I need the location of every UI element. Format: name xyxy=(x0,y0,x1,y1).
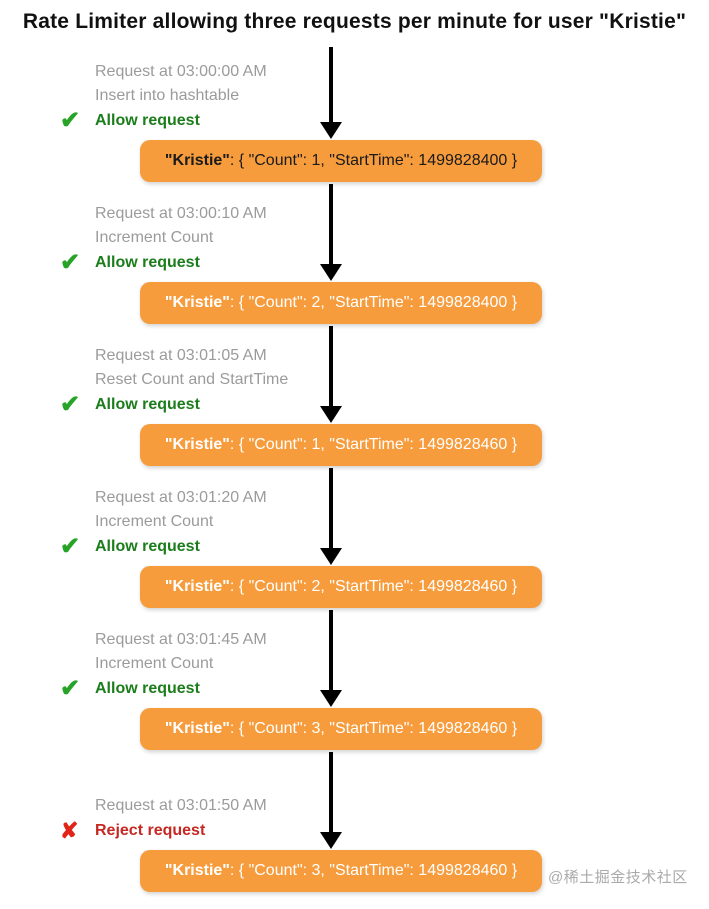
rate-limit-step: Request at 03:00:00 AM Insert into hasht… xyxy=(0,45,709,182)
state-key: "Kristie" xyxy=(164,720,230,737)
down-arrow-icon xyxy=(319,326,343,423)
rate-limit-step: Request at 03:01:05 AM Reset Count and S… xyxy=(0,324,709,466)
state-key: "Kristie" xyxy=(164,152,230,169)
hashtable-state-box: "Kristie" : { "Count": 1, "StartTime": 1… xyxy=(140,140,542,182)
state-value: : { "Count": 1, "StartTime": 1499828400 … xyxy=(229,152,518,169)
x-icon: ✘ xyxy=(60,817,79,843)
request-time-label: Request at 03:00:00 AM xyxy=(95,63,267,80)
decision-label: ✔ Allow request xyxy=(60,534,390,559)
request-time-label: Request at 03:01:50 AM xyxy=(95,797,267,814)
check-icon: ✔ xyxy=(60,106,81,134)
steps-container: Request at 03:00:00 AM Insert into hasht… xyxy=(0,45,709,892)
decision-text: Reject request xyxy=(95,822,206,839)
down-arrow-icon xyxy=(319,184,343,281)
rate-limit-step: Request at 03:01:20 AM Increment Count ✔… xyxy=(0,466,709,608)
decision-label: ✔ Allow request xyxy=(60,676,390,701)
arrow-shaft xyxy=(329,184,333,267)
check-icon: ✔ xyxy=(60,248,81,276)
decision-label: ✔ Allow request xyxy=(60,250,390,275)
step-annotation-area: Request at 03:01:20 AM Increment Count ✔… xyxy=(0,466,709,566)
arrow-head xyxy=(320,122,342,139)
arrow-head xyxy=(320,548,342,565)
rate-limit-step: Request at 03:01:45 AM Increment Count ✔… xyxy=(0,608,709,750)
step-annotation-area: Request at 03:01:05 AM Reset Count and S… xyxy=(0,324,709,424)
arrow-head xyxy=(320,264,342,281)
request-time-label: Request at 03:01:05 AM xyxy=(95,347,267,364)
down-arrow-icon xyxy=(319,752,343,849)
step-labels: Request at 03:01:05 AM Reset Count and S… xyxy=(60,344,390,417)
hashtable-state-box: "Kristie" : { "Count": 2, "StartTime": 1… xyxy=(140,566,542,608)
decision-text: Allow request xyxy=(95,538,200,555)
action-label: Reset Count and StartTime xyxy=(95,371,289,388)
check-icon: ✔ xyxy=(60,390,81,418)
action-label: Insert into hashtable xyxy=(95,87,240,104)
arrow-head xyxy=(320,406,342,423)
hashtable-state-box: "Kristie" : { "Count": 1, "StartTime": 1… xyxy=(140,424,542,466)
hashtable-state-box: "Kristie" : { "Count": 3, "StartTime": 1… xyxy=(140,850,542,892)
step-annotation-area: Request at 03:00:00 AM Insert into hasht… xyxy=(0,45,709,140)
action-label: Increment Count xyxy=(95,513,214,530)
decision-text: Allow request xyxy=(95,396,200,413)
check-icon: ✔ xyxy=(60,674,81,702)
step-annotation-area: Request at 03:01:45 AM Increment Count ✔… xyxy=(0,608,709,708)
diagram-title: Rate Limiter allowing three requests per… xyxy=(22,10,687,33)
decision-label: ✔ Allow request xyxy=(60,392,390,417)
state-key: "Kristie" xyxy=(164,862,230,879)
rate-limit-step: Request at 03:01:50 AM ✘ Reject request … xyxy=(0,750,709,892)
step-labels: Request at 03:00:10 AM Increment Count ✔… xyxy=(60,202,390,275)
action-label: Increment Count xyxy=(95,229,214,246)
request-time-label: Request at 03:00:10 AM xyxy=(95,205,267,222)
rate-limit-step: Request at 03:00:10 AM Increment Count ✔… xyxy=(0,182,709,324)
step-annotation-area: Request at 03:00:10 AM Increment Count ✔… xyxy=(0,182,709,282)
decision-text: Allow request xyxy=(95,112,200,129)
state-key: "Kristie" xyxy=(164,436,230,453)
watermark: @稀土掘金技术社区 xyxy=(548,869,688,886)
arrow-shaft xyxy=(329,610,333,693)
request-time-label: Request at 03:01:20 AM xyxy=(95,489,267,506)
check-icon: ✔ xyxy=(60,532,81,560)
arrow-shaft xyxy=(329,468,333,551)
state-key: "Kristie" xyxy=(164,294,230,311)
decision-text: Allow request xyxy=(95,680,200,697)
down-arrow-icon xyxy=(319,468,343,565)
step-labels: Request at 03:01:50 AM ✘ Reject request xyxy=(60,794,390,843)
step-labels: Request at 03:01:20 AM Increment Count ✔… xyxy=(60,486,390,559)
state-value: : { "Count": 1, "StartTime": 1499828460 … xyxy=(229,436,518,453)
arrow-shaft xyxy=(329,752,333,835)
request-time-label: Request at 03:01:45 AM xyxy=(95,631,267,648)
arrow-head xyxy=(320,690,342,707)
hashtable-state-box: "Kristie" : { "Count": 2, "StartTime": 1… xyxy=(140,282,542,324)
step-annotation-area: Request at 03:01:50 AM ✘ Reject request xyxy=(0,750,709,850)
arrow-shaft xyxy=(329,47,333,125)
arrow-head xyxy=(320,832,342,849)
step-labels: Request at 03:01:45 AM Increment Count ✔… xyxy=(60,628,390,701)
hashtable-state-box: "Kristie" : { "Count": 3, "StartTime": 1… xyxy=(140,708,542,750)
state-value: : { "Count": 2, "StartTime": 1499828460 … xyxy=(229,578,518,595)
state-value: : { "Count": 3, "StartTime": 1499828460 … xyxy=(229,720,518,737)
decision-label: ✔ Allow request xyxy=(60,108,390,133)
decision-label: ✘ Reject request xyxy=(60,818,390,843)
step-labels: Request at 03:00:00 AM Insert into hasht… xyxy=(60,60,390,133)
action-label: Increment Count xyxy=(95,655,214,672)
state-value: : { "Count": 2, "StartTime": 1499828400 … xyxy=(229,294,518,311)
arrow-shaft xyxy=(329,326,333,409)
down-arrow-icon xyxy=(319,610,343,707)
state-value: : { "Count": 3, "StartTime": 1499828460 … xyxy=(229,862,518,879)
state-key: "Kristie" xyxy=(164,578,230,595)
decision-text: Allow request xyxy=(95,254,200,271)
down-arrow-icon xyxy=(319,47,343,139)
